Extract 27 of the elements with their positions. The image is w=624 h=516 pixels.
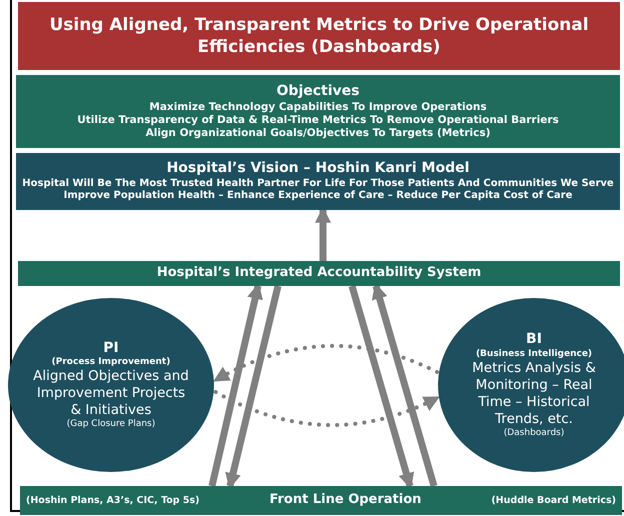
panel-heading: Objectives <box>276 83 360 101</box>
title-banner <box>18 2 620 70</box>
bar-note: (Huddle Board Metrics) <box>491 494 616 506</box>
ellipse-body: Metrics Analysis & Monitoring – Real Time – Historical Trends, etc. <box>471 360 597 428</box>
ellipse-body: Aligned Objectives and Improvement Projects & Initiatives <box>32 368 190 419</box>
panel-heading: Hospital’s Vision – Hoshin Kanri Model <box>166 160 470 178</box>
ellipse-subtitle: (Process Improvement) <box>52 357 170 368</box>
bullet-text: Hospital Will Be The Most Trusted Health Partner For Life For Those Patients And Communities We Serve <box>22 178 614 190</box>
bar-heading: Hospital’s Integrated Accountability System <box>156 265 482 282</box>
dotted-arrow <box>213 344 440 382</box>
bullet-text: Utilize Transparency of Data & Real-Time Metrics To Remove Operational Barriers <box>77 114 559 127</box>
ellipse-note: (Gap Closure Plans) <box>66 419 156 430</box>
bullet-text: Improve Population Health – Enhance Experience of Care – Reduce Per Capita Cost of Care <box>64 190 572 203</box>
ellipse-heading: BI <box>526 331 542 349</box>
bar-heading: Front Line Operation <box>269 492 422 509</box>
vision-panel <box>16 153 620 210</box>
objectives-panel <box>16 75 620 148</box>
ellipse-note: (Dashboards) <box>504 428 564 439</box>
dotted-arrow <box>214 390 440 427</box>
bar-note: (Hoshin Plans, A3’s, CIC, Top 5s) <box>26 494 200 506</box>
bullet-text: Maximize Technology Capabilities To Improve Operations <box>149 100 487 114</box>
title-text: Using Aligned, Transparent Metrics to Drive Operational Efficiencies (Dashboards) <box>48 14 590 58</box>
ellipse-heading: PI <box>103 340 119 357</box>
bullet-text: Align Organizational Goals/Objectives To Targets (Metrics) <box>146 126 490 140</box>
accountability-bar <box>18 261 620 286</box>
front-line-bar <box>20 486 622 515</box>
ellipse-subtitle: (Business Intelligence) <box>476 348 592 360</box>
